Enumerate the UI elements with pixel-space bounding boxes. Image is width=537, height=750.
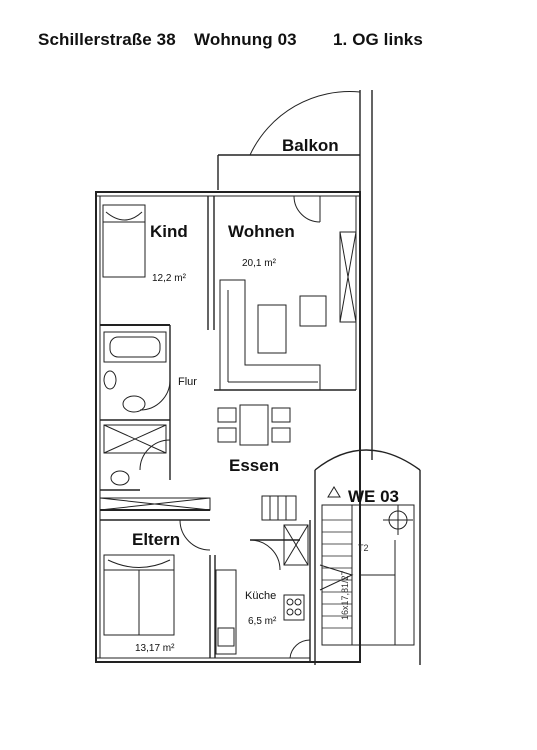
room-wohnen-area: 20,1 m²: [242, 258, 276, 269]
bed-kind: [102, 204, 146, 278]
room-kueche-area: 6,5 m²: [248, 616, 277, 627]
window-eltern: [99, 497, 211, 511]
kitchen-cabinets: [215, 495, 309, 655]
interior-walls: [100, 196, 356, 662]
stair-unit-label: WE 03: [348, 487, 400, 506]
room-balkon-label: Balkon: [282, 136, 339, 155]
stair-landing-label: T2: [358, 543, 369, 553]
armchair: [299, 295, 327, 327]
bed-eltern: [103, 554, 175, 636]
window-wohnen: [339, 231, 357, 323]
room-wohnen-label: Wohnen: [228, 222, 295, 241]
unit-label: Wohnung 03: [194, 30, 297, 49]
room-eltern-area: 13,17 m²: [135, 643, 175, 654]
room-kind-area: 12,2 m²: [152, 273, 186, 284]
stair-steps-label: 16x17,81/27: [340, 570, 350, 620]
balcony: [217, 90, 373, 460]
sofa: [219, 279, 321, 391]
room-kind-label: Kind: [150, 222, 188, 241]
room-kueche-label: Küche: [245, 590, 277, 602]
outer-walls: [95, 191, 361, 663]
coffee-table: [257, 304, 287, 354]
dining-table: [217, 404, 291, 446]
stairwell: [314, 449, 421, 665]
room-eltern-label: Eltern: [132, 530, 181, 549]
doors: [139, 195, 321, 659]
floor-label: 1. OG links: [333, 30, 423, 49]
address-label: Schillerstraße 38: [38, 30, 176, 49]
bathroom: [103, 331, 167, 486]
room-essen-label: Essen: [229, 456, 280, 475]
room-flur-label: Flur: [178, 376, 197, 388]
